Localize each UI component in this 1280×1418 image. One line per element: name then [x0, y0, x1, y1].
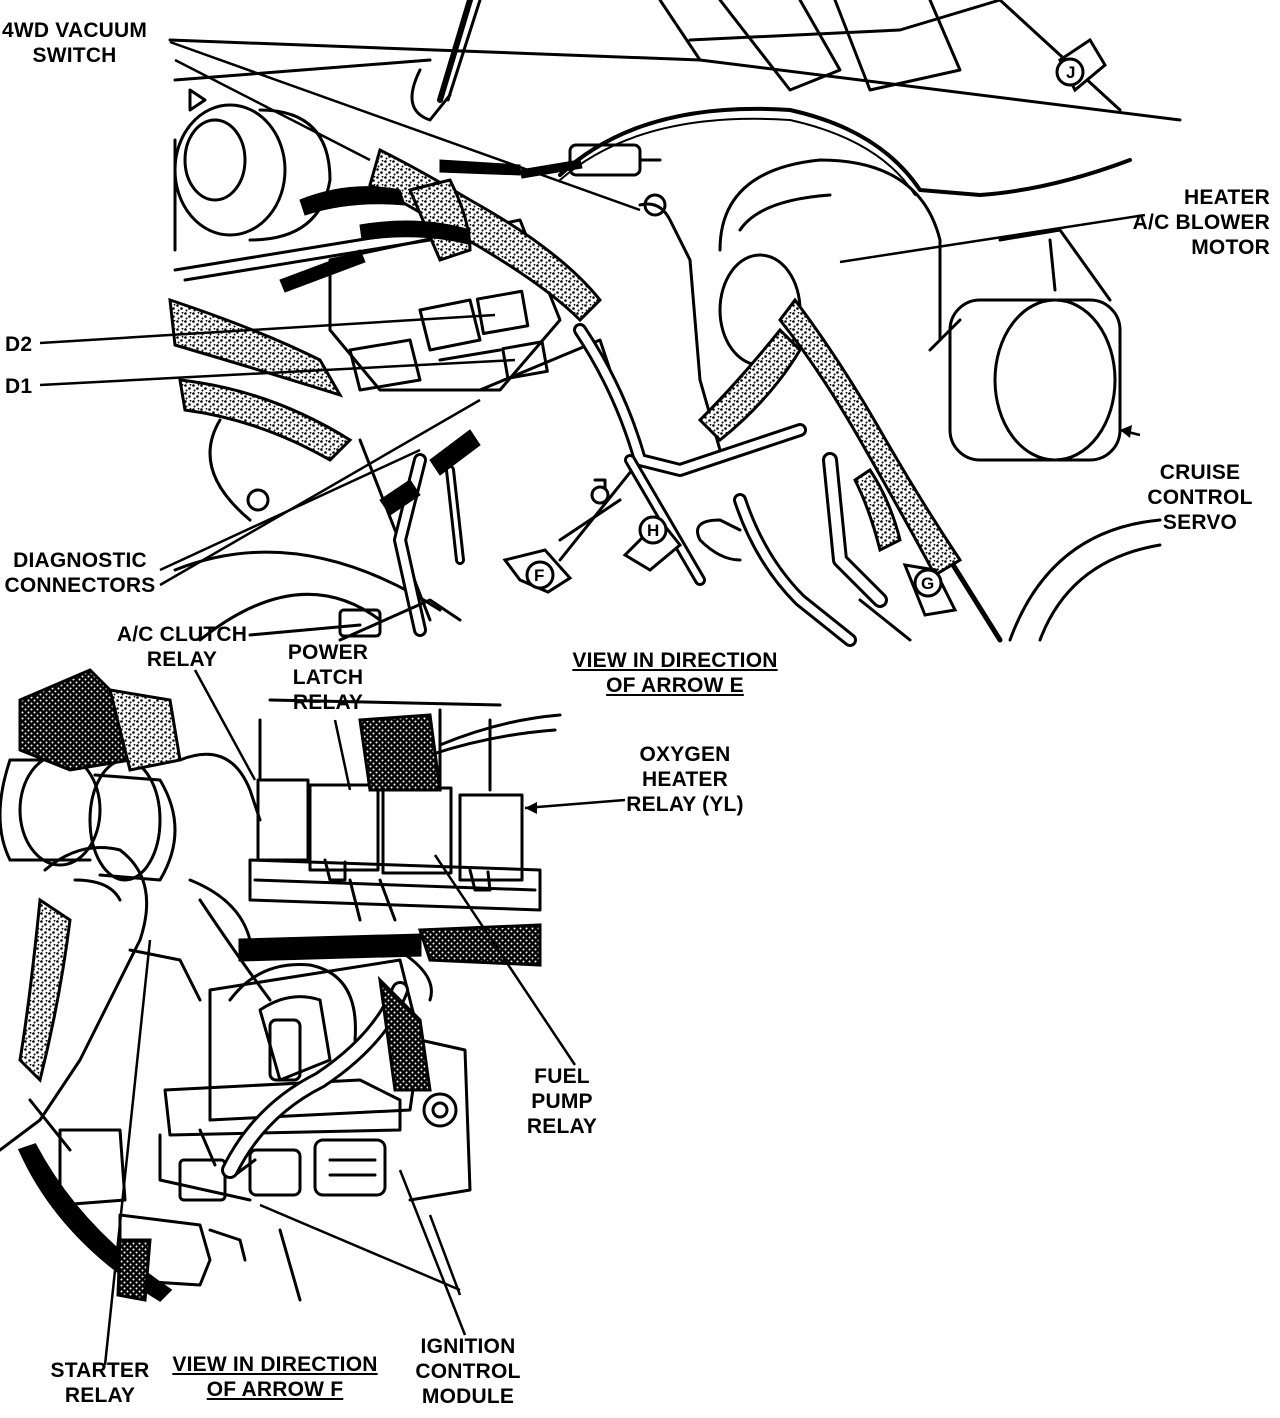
diagnostic-connectors-label: DIAGNOSTIC CONNECTORS: [4, 549, 156, 597]
arrow-marker-g: G: [921, 574, 935, 593]
arrow-marker-j: J: [1066, 63, 1076, 82]
d2-label: D2: [5, 333, 33, 356]
arrow-marker-h: H: [647, 521, 660, 540]
leader-arrowheads: [525, 425, 1132, 814]
fuel-pump-relay-label: FUEL PUMP RELAY: [526, 1065, 598, 1138]
top-engine-view: [168, 0, 1182, 647]
view-f-caption: VIEW IN DIRECTION OF ARROW F: [172, 1353, 378, 1401]
d1-label: D1: [5, 375, 33, 398]
leader-lines: [39, 40, 1146, 1366]
oxygen-heater-relay-label: OXYGEN HEATER RELAY (YL): [626, 743, 744, 816]
view-e-caption: VIEW IN DIRECTION OF ARROW E: [572, 649, 778, 697]
top-heater-hoses: [168, 147, 963, 578]
bottom-textures: [17, 668, 542, 1302]
cruise-servo-label: CRUISE CONTROL SERVO: [1147, 461, 1253, 534]
arrow-marker-circles: [525, 57, 1085, 598]
bottom-relay-view: [0, 698, 562, 1302]
top-wire-looms: [279, 159, 583, 516]
arrow-marker-f: F: [534, 566, 545, 585]
power-latch-relay-label: POWER LATCH RELAY: [287, 641, 369, 714]
starter-relay-label: STARTER RELAY: [50, 1359, 150, 1407]
ignition-control-module-label: IGNITION CONTROL MODULE: [415, 1335, 521, 1408]
vacuum-switch-label: 4WD VACUUM SWITCH: [2, 19, 148, 67]
blower-motor-label: HEATER A/C BLOWER MOTOR: [1132, 186, 1270, 259]
ac-clutch-relay-label: A/C CLUTCH RELAY: [116, 623, 248, 671]
